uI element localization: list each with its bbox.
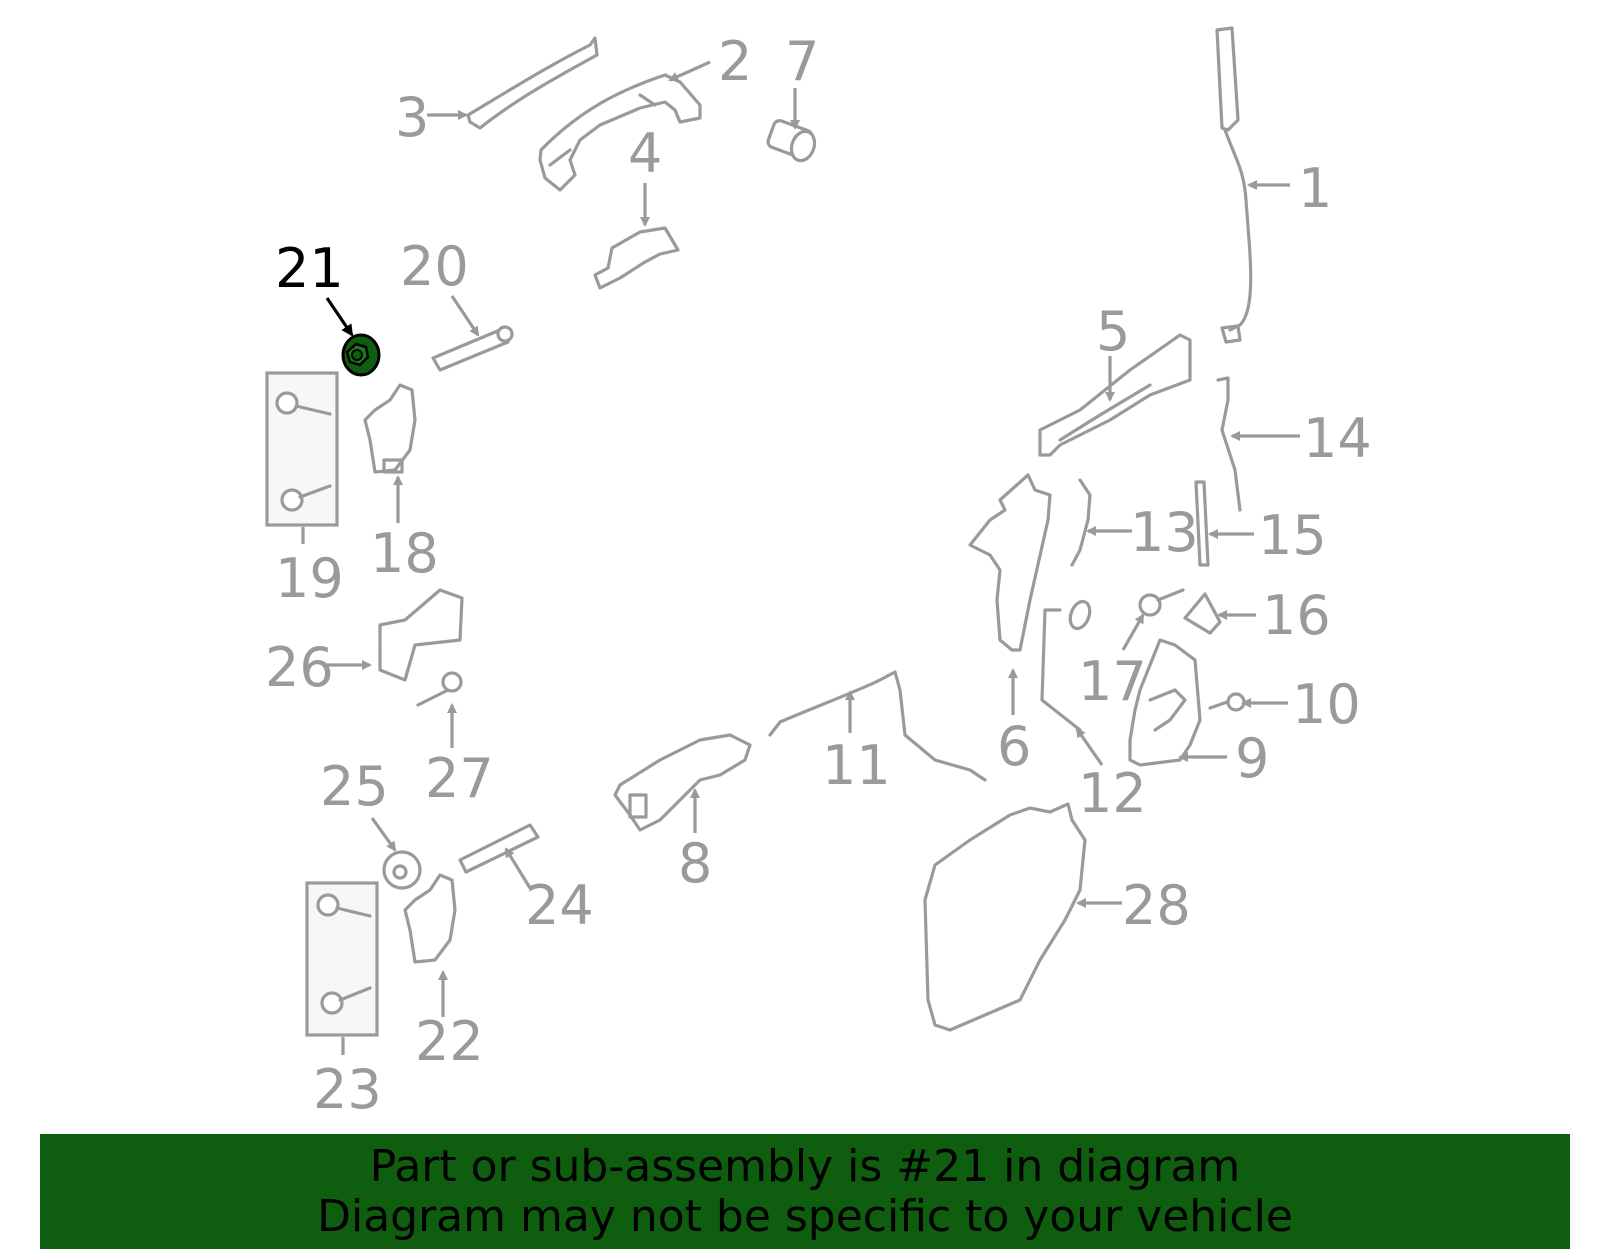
part-10-bolt [1208, 692, 1246, 712]
part-14-rod [1216, 376, 1242, 512]
callout-2: 2 [718, 30, 752, 93]
callout-21: 21 [275, 237, 344, 300]
callout-7: 7 [785, 30, 819, 93]
callout-28: 28 [1122, 874, 1191, 937]
part-5-reinforcement [1038, 333, 1192, 457]
part-15-rod [1194, 480, 1210, 567]
callout-27: 27 [425, 747, 494, 810]
part-25-nut [382, 850, 422, 890]
part-27-bolt [416, 671, 463, 707]
part-22-hinge [403, 873, 457, 964]
callout-10: 10 [1292, 673, 1361, 736]
callout-4: 4 [628, 122, 662, 185]
callout-17: 17 [1078, 650, 1147, 713]
callout-18: 18 [370, 522, 439, 585]
callout-19: 19 [275, 547, 344, 610]
part-20-pin [431, 325, 514, 372]
callout-22: 22 [415, 1010, 484, 1073]
part-21-nut-highlighted[interactable] [341, 333, 381, 377]
callout-1: 1 [1298, 157, 1332, 220]
part-1-cable [1215, 26, 1253, 344]
part-26-check [378, 588, 464, 682]
part-17-bolt [1138, 588, 1185, 617]
callout-23: 23 [313, 1058, 382, 1121]
callout-20: 20 [400, 235, 469, 298]
callout-9: 9 [1235, 727, 1269, 790]
banner-line-disclaimer: Diagram may not be specific to your vehi… [317, 1191, 1293, 1242]
part-8-inner-handle [613, 733, 752, 832]
callout-26: 26 [265, 636, 334, 699]
callout-16: 16 [1262, 584, 1331, 647]
part-13-rod [1070, 478, 1092, 567]
part-6-panel [968, 473, 1052, 652]
part-19-bolt-kit [265, 371, 339, 527]
part-16-clip [1183, 592, 1222, 635]
callout-8: 8 [678, 832, 712, 895]
callout-14: 14 [1303, 407, 1372, 470]
part-info-banner: Part or sub-assembly is #21 in diagram D… [40, 1134, 1570, 1249]
part-11-rod [768, 670, 987, 782]
part-28-panel [923, 802, 1087, 1032]
part-12-rod [1040, 599, 1092, 732]
callout-15: 15 [1258, 504, 1327, 567]
part-4-bracket [593, 226, 680, 290]
part-2-outer-handle [538, 73, 702, 192]
callout-24: 24 [525, 874, 594, 937]
part-23-bolt-kit [305, 881, 379, 1037]
callout-labels: 1 2 3 4 5 6 7 8 9 10 11 12 13 14 15 16 1… [265, 30, 1372, 1121]
callout-25: 25 [320, 755, 389, 818]
callout-13: 13 [1130, 501, 1199, 564]
part-24-pin [458, 823, 540, 874]
callout-11: 11 [822, 734, 891, 797]
banner-line-part-number: Part or sub-assembly is #21 in diagram [369, 1141, 1241, 1192]
part-18-hinge [363, 383, 417, 474]
callout-5: 5 [1096, 300, 1130, 363]
callout-6: 6 [997, 715, 1031, 778]
leader-lines [301, 60, 1300, 1055]
part-3-trim [466, 36, 599, 130]
callout-3: 3 [395, 86, 429, 149]
callout-12: 12 [1078, 762, 1147, 825]
part-7-cap [766, 119, 817, 163]
